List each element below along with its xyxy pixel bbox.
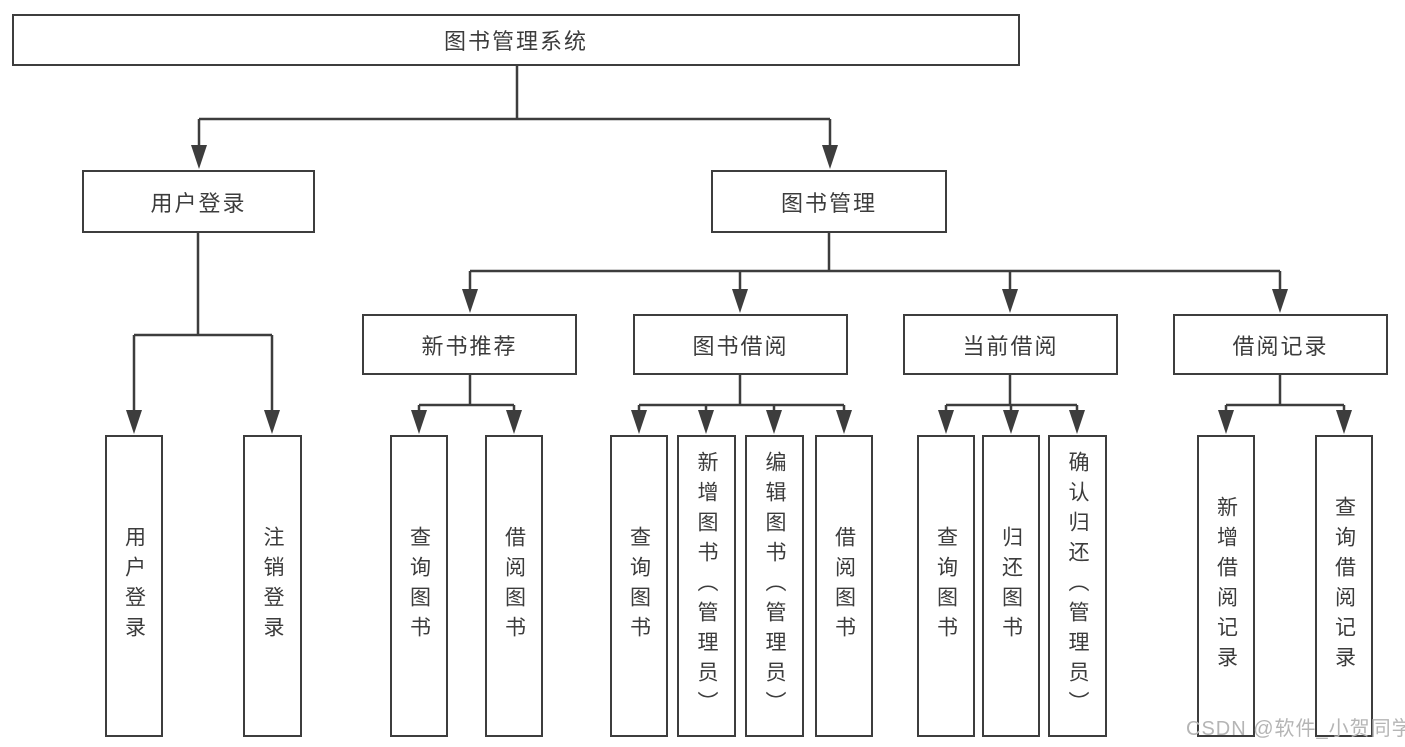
connector-borrowing-records-subtree xyxy=(1224,375,1346,416)
connector-root-to-level2 xyxy=(197,66,832,152)
arrowhead xyxy=(126,410,142,434)
leaf-logout: 注销登录 xyxy=(243,435,302,737)
node-label: 图书借阅 xyxy=(692,333,789,359)
leaf-current-return-books: 归还图书 xyxy=(982,435,1040,737)
node-label: 确认归还（管理员） xyxy=(1066,451,1089,721)
node-label: 用户登录 xyxy=(150,190,247,216)
connector-user-login-subtree xyxy=(132,233,274,416)
arrowhead xyxy=(462,289,478,313)
node-label: 查询图书 xyxy=(934,526,958,646)
node-current-borrowing: 当前借阅 xyxy=(903,314,1118,375)
node-label: 图书管理系统 xyxy=(443,29,588,54)
arrowhead xyxy=(1272,289,1288,313)
node-label: 借阅记录 xyxy=(1232,333,1329,359)
leaf-borrowing-add-books-admin: 新增图书（管理员） xyxy=(677,435,736,737)
arrowhead xyxy=(698,410,714,434)
arrowhead xyxy=(1336,410,1352,434)
node-label: 新增借阅记录 xyxy=(1214,496,1238,676)
leaf-borrowing-query-books: 查询图书 xyxy=(610,435,668,737)
node-label: 借阅图书 xyxy=(502,526,526,646)
arrowhead xyxy=(411,410,427,434)
arrowhead xyxy=(191,145,207,169)
node-label: 注销登录 xyxy=(261,526,284,646)
connector-new-book-subtree xyxy=(417,375,516,416)
leaf-user-login: 用户登录 xyxy=(105,435,163,737)
arrowhead xyxy=(506,410,522,434)
node-label: 查询图书 xyxy=(407,526,431,646)
leaf-current-confirm-return-admin: 确认归还（管理员） xyxy=(1048,435,1107,737)
arrowhead xyxy=(1069,410,1085,434)
arrowhead xyxy=(822,145,838,169)
node-label: 编辑图书（管理员） xyxy=(763,451,786,721)
connector-book-management-rail xyxy=(468,233,1282,296)
arrowhead xyxy=(938,410,954,434)
node-borrowing-records: 借阅记录 xyxy=(1173,314,1388,375)
node-label: 新书推荐 xyxy=(421,333,518,359)
arrowhead xyxy=(732,289,748,313)
arrowhead xyxy=(1003,410,1019,434)
node-label: 查询借阅记录 xyxy=(1332,496,1356,676)
arrowhead xyxy=(1218,410,1234,434)
leaf-borrowing-borrow-books: 借阅图书 xyxy=(815,435,873,737)
leaf-newbook-borrow-books: 借阅图书 xyxy=(485,435,543,737)
node-library-management-system: 图书管理系统 xyxy=(12,14,1020,66)
node-label: 归还图书 xyxy=(999,526,1023,646)
connector-book-borrowing-subtree xyxy=(637,375,846,416)
node-label: 用户登录 xyxy=(122,526,146,646)
arrowhead xyxy=(766,410,782,434)
csdn-watermark: CSDN @软件_小贺同学 xyxy=(1186,718,1405,740)
connector-current-borrowing-subtree xyxy=(944,375,1079,416)
leaf-borrowing-edit-books-admin: 编辑图书（管理员） xyxy=(745,435,804,737)
node-label: 当前借阅 xyxy=(962,333,1059,359)
leaf-records-add-record: 新增借阅记录 xyxy=(1197,435,1255,737)
arrowhead xyxy=(631,410,647,434)
node-label: 借阅图书 xyxy=(832,526,856,646)
node-book-borrowing: 图书借阅 xyxy=(633,314,848,375)
arrowhead xyxy=(264,410,280,434)
node-new-book-recommend: 新书推荐 xyxy=(362,314,577,375)
arrowhead xyxy=(1002,289,1018,313)
node-label: 查询图书 xyxy=(627,526,651,646)
leaf-current-query-books: 查询图书 xyxy=(917,435,975,737)
node-user-login: 用户登录 xyxy=(82,170,315,233)
node-book-management: 图书管理 xyxy=(711,170,947,233)
leaf-records-query-record: 查询借阅记录 xyxy=(1315,435,1373,737)
leaf-newbook-query-books: 查询图书 xyxy=(390,435,448,737)
node-label: 图书管理 xyxy=(780,190,877,216)
arrowhead xyxy=(836,410,852,434)
node-label: 新增图书（管理员） xyxy=(695,451,718,721)
